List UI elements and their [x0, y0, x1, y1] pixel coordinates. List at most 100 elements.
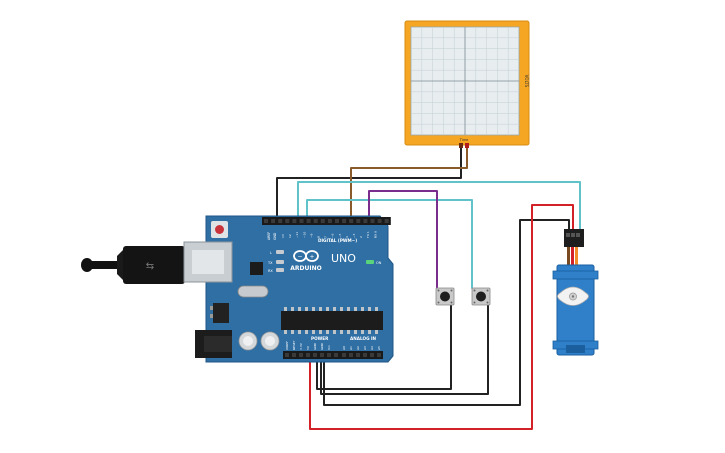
analog-pin-label: A4 — [370, 346, 374, 350]
wire-purple-button[interactable] — [368, 190, 438, 289]
wire-cyan-button[interactable] — [306, 199, 473, 289]
digital-pin-label: ~10 — [302, 232, 306, 238]
digital-pin-11[interactable] — [342, 219, 347, 223]
power-pin-0[interactable] — [285, 353, 289, 357]
microcontroller-chip — [281, 311, 383, 330]
digital-pin-label: 7 — [324, 236, 328, 238]
power-pin-label: 5V — [306, 345, 310, 350]
oscilloscope[interactable]: VOLTS Time — [404, 20, 530, 148]
wire-brown-scope[interactable] — [350, 146, 468, 222]
analog-pin-4[interactable] — [370, 353, 374, 357]
digital-pin-2[interactable] — [278, 219, 283, 223]
analog-header[interactable] — [340, 351, 383, 359]
usb-chip — [250, 262, 263, 275]
svg-text:+: + — [309, 254, 314, 261]
microcontroller-pins — [284, 307, 378, 334]
servo-body — [556, 264, 595, 356]
aref-label: AREF — [267, 232, 271, 240]
analog-pin-label: A3 — [363, 346, 367, 350]
power-pin-label: RESET — [292, 340, 296, 350]
analog-pin-1[interactable] — [349, 353, 353, 357]
digital-pin-label: 12 — [288, 234, 292, 238]
digital-pin-16[interactable] — [377, 219, 382, 223]
digital-pin-label: RX 0 — [373, 231, 377, 238]
wire-red-servo[interactable] — [309, 204, 574, 430]
oscilloscope-side-label: VOLTS — [524, 75, 529, 88]
servo-motor[interactable] — [552, 229, 599, 356]
wire-black-button-left[interactable] — [316, 303, 452, 390]
power-header[interactable] — [283, 351, 340, 359]
power-pin-3[interactable] — [306, 353, 310, 357]
analog-label: ANALOG IN — [350, 336, 377, 341]
analog-pin-label: A5 — [377, 346, 381, 350]
digital-pin-10[interactable] — [335, 219, 339, 223]
analog-pin-0[interactable] — [342, 353, 346, 357]
power-pin-label: Vin — [327, 345, 331, 350]
digital-pin-1[interactable] — [271, 219, 276, 223]
digital-label: DIGITAL (PWM~) — [318, 238, 357, 243]
power-pin-4[interactable] — [313, 353, 317, 357]
digital-pin-4[interactable] — [292, 219, 297, 223]
wire-black-scope[interactable] — [276, 146, 462, 222]
oscilloscope-terminal-neg[interactable] — [459, 143, 463, 148]
power-pin-6[interactable] — [327, 353, 331, 357]
arduino-model: UNO — [331, 252, 356, 265]
digital-pin-14[interactable] — [363, 219, 368, 223]
digital-pin-13[interactable] — [356, 219, 361, 223]
wire-black-button-right[interactable] — [320, 303, 489, 395]
pushbutton-2[interactable] — [471, 287, 491, 306]
digital-pin-9[interactable] — [327, 219, 332, 223]
power-pin-1[interactable] — [292, 353, 296, 357]
arduino-brand: ARDUINO — [290, 265, 321, 272]
usb-cable: ⇆ — [81, 246, 185, 284]
power-label: POWER — [311, 336, 329, 341]
digital-pin-6[interactable] — [306, 219, 311, 223]
digital-pin-label: 8 — [317, 236, 321, 238]
power-pin-5[interactable] — [320, 353, 324, 357]
led-rx-label: RX — [268, 269, 273, 273]
pushbutton-1[interactable] — [435, 287, 455, 306]
digital-pin-label: ~3 — [352, 233, 356, 238]
analog-pin-2[interactable] — [356, 353, 360, 357]
crystal-oscillator — [237, 285, 269, 298]
power-pin-label: GND — [313, 342, 317, 350]
status-leds: L TX RX ON — [267, 250, 382, 273]
analog-pin-label: A1 — [349, 346, 353, 350]
digital-pin-7[interactable] — [313, 219, 318, 223]
arduino-logo: − + — [293, 250, 319, 262]
oscilloscope-terminal-pos[interactable] — [465, 143, 469, 148]
power-pin-label: GND — [320, 342, 324, 350]
digital-pin-8[interactable] — [320, 219, 325, 223]
analog-pin-3[interactable] — [363, 353, 367, 357]
wire-cyan-scope[interactable] — [297, 181, 581, 232]
power-pin-label: IOREF — [285, 341, 289, 350]
digital-pin-3[interactable] — [285, 219, 290, 223]
wire-black-servo[interactable] — [323, 219, 570, 406]
digital-pin-0[interactable] — [264, 219, 268, 223]
analog-pin-label: A2 — [356, 346, 360, 350]
digital-pin-label: TX 1 — [366, 231, 370, 239]
led-tx-label: TX — [267, 261, 273, 265]
digital-pin-12[interactable] — [349, 219, 354, 223]
digital-pin-15[interactable] — [370, 219, 375, 223]
led-l-label: L — [270, 251, 272, 255]
servo-connector — [564, 229, 584, 247]
voltage-regulator — [213, 303, 229, 323]
analog-pin-label: A0 — [342, 346, 346, 350]
led-on-label: ON — [376, 261, 382, 265]
digital-pin-5[interactable] — [299, 219, 304, 223]
digital-header[interactable] — [262, 217, 391, 225]
digital-pin-17[interactable] — [384, 219, 389, 223]
analog-pin-5[interactable] — [377, 353, 381, 357]
svg-text:⇆: ⇆ — [146, 261, 154, 272]
power-pin-2[interactable] — [299, 353, 303, 357]
oscilloscope-terminal-label: Time — [459, 138, 469, 142]
power-pin-7[interactable] — [334, 353, 338, 357]
digital-pin-label: ~6 — [331, 233, 335, 238]
digital-pin-label: ~5 — [338, 233, 342, 238]
usb-plug — [123, 246, 185, 284]
